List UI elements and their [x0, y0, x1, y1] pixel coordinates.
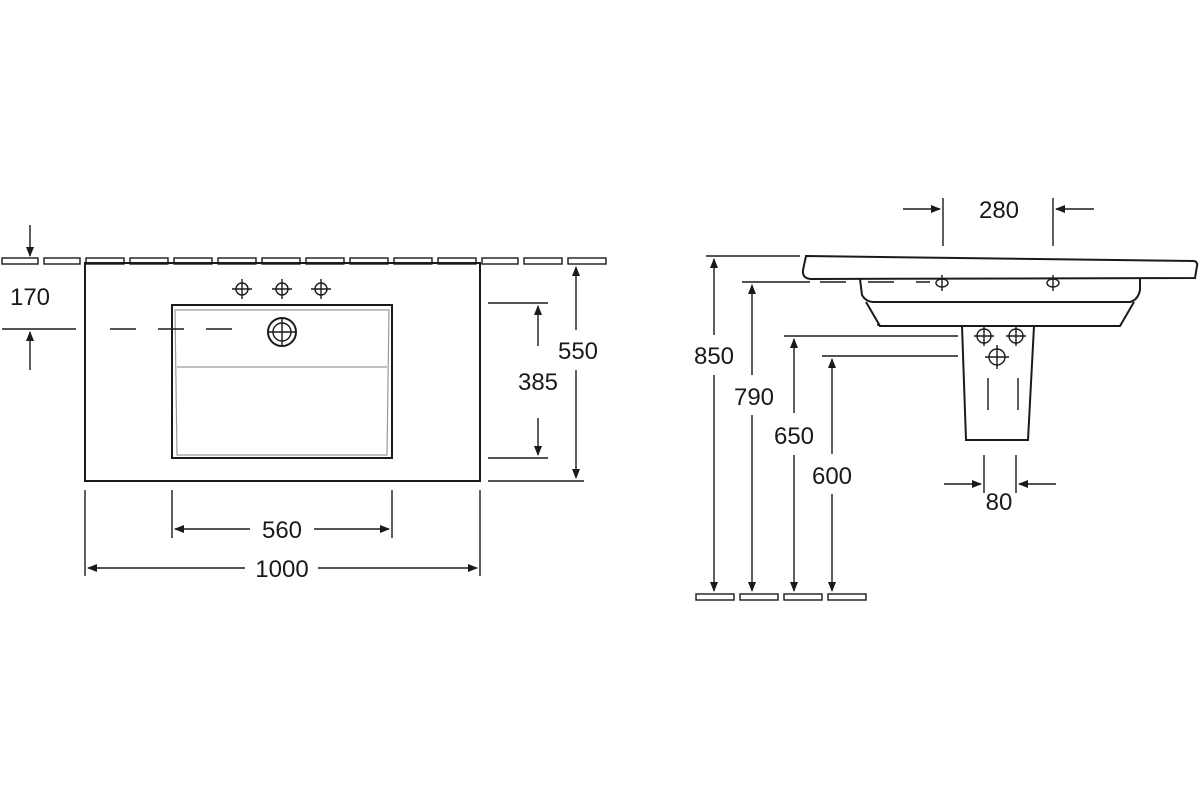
drain-fitting-icon [985, 345, 1009, 369]
dim-label: 280 [979, 197, 1019, 224]
dim-80: 80 [944, 455, 1056, 516]
drain-fitting-icon [974, 326, 994, 346]
tap-hole-icon [311, 279, 331, 299]
dim-label: 385 [518, 369, 558, 396]
floor-hatch [695, 593, 867, 601]
dim-790: 790 [734, 284, 774, 592]
dim-label: 80 [986, 489, 1013, 516]
dim-1000: 1000 [84, 490, 481, 583]
tap-hole-icon [935, 275, 949, 291]
tap-hole-icon [1046, 275, 1060, 291]
dim-label: 850 [694, 343, 734, 370]
tap-holes [232, 279, 331, 299]
dim-label: 560 [262, 517, 302, 544]
side-view: 280 80 850 790 650 [694, 197, 1199, 601]
dim-label: 600 [812, 463, 852, 490]
dim-600: 600 [812, 358, 852, 592]
dim-label: 790 [734, 384, 774, 411]
basin-profile [801, 254, 1199, 327]
dim-170: 170 [2, 225, 76, 370]
tap-hole-icon [272, 279, 292, 299]
dim-label: 650 [774, 423, 814, 450]
drain-icon [267, 317, 297, 347]
dim-650: 650 [774, 338, 814, 592]
dim-385: 385 [488, 302, 558, 459]
drain-fitting-icon [1006, 326, 1026, 346]
bowl [171, 304, 393, 459]
dim-label: 1000 [255, 556, 308, 583]
tap-hole-icon [232, 279, 252, 299]
siphon-cover [961, 325, 1035, 441]
dim-label: 170 [10, 284, 50, 311]
dim-560: 560 [171, 490, 393, 544]
dim-850: 850 [694, 258, 734, 592]
dim-550: 550 [488, 266, 598, 482]
basin-outline [84, 262, 481, 482]
dim-label: 550 [558, 338, 598, 365]
dim-280: 280 [903, 197, 1094, 246]
top-view: 170 385 550 560 [1, 225, 607, 583]
